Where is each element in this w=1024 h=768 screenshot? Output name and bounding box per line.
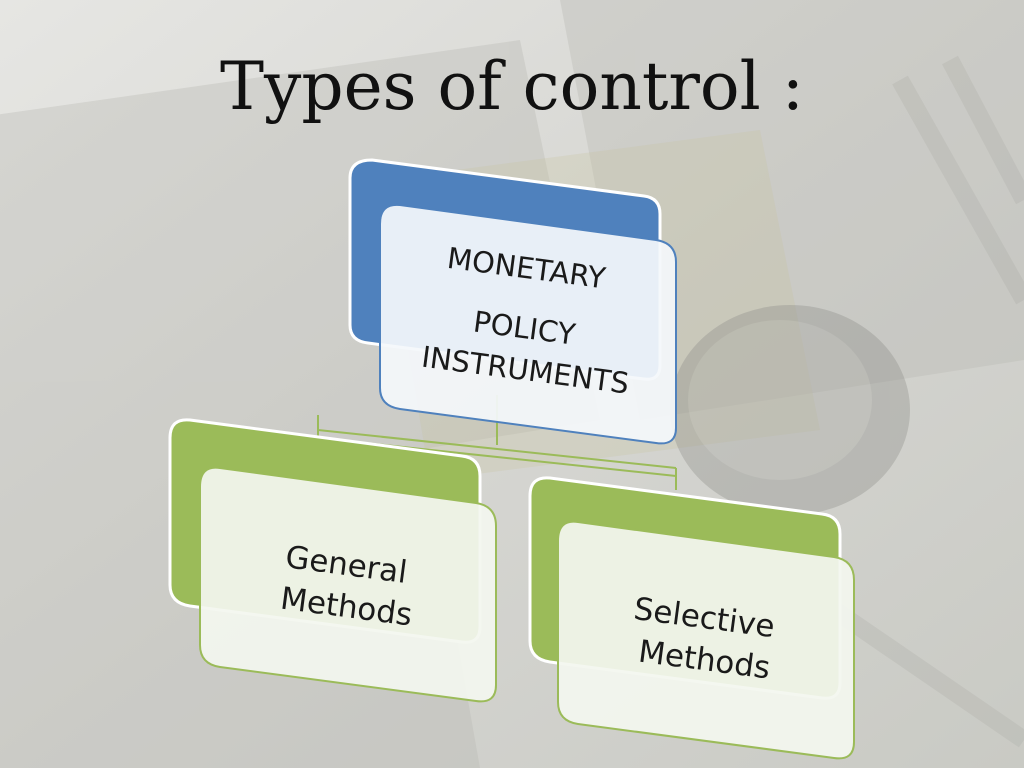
connector-horizontal	[317, 429, 677, 469]
left-node-front-card	[199, 466, 497, 703]
node-selective-methods: Selective Methods	[528, 476, 855, 760]
slide-title: Types of control :	[220, 48, 804, 125]
node-general-methods: General Methods	[168, 418, 497, 703]
right-node-front-card	[557, 520, 855, 760]
node-monetary-policy-instruments: MONETARY POLICY INSTRUMENTS	[348, 158, 677, 445]
root-node-front-card	[379, 203, 677, 445]
